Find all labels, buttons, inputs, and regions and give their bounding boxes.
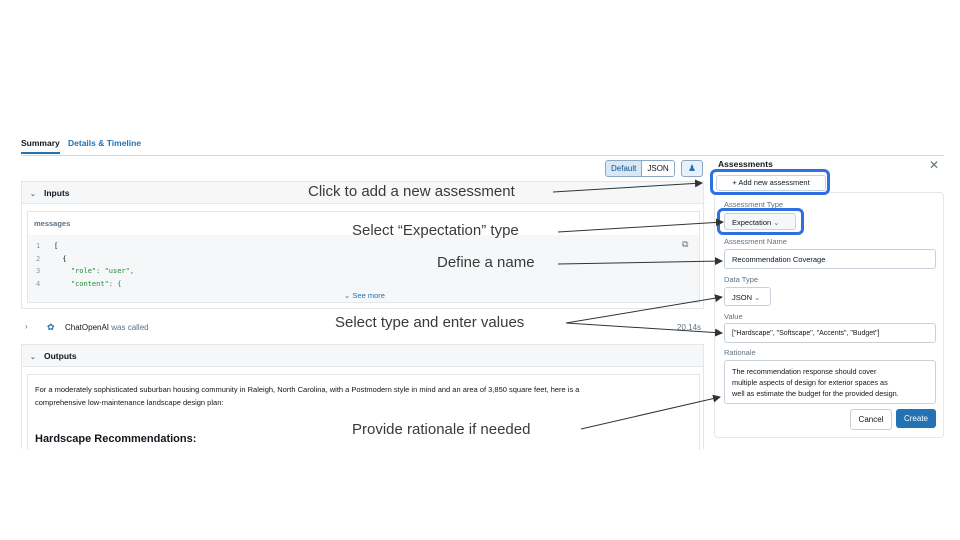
inputs-section-header[interactable]: ⌄ Inputs bbox=[21, 181, 704, 205]
assessment-type-select[interactable]: Expectation ⌄ bbox=[724, 213, 796, 230]
chevron-down-icon: ⌄ bbox=[773, 218, 780, 227]
chevron-down-icon: ⌄ bbox=[30, 191, 36, 198]
arrow-type bbox=[557, 218, 724, 233]
annotation-type: Select “Expectation” type bbox=[352, 222, 519, 239]
code-line: 3 "role": "user", bbox=[36, 267, 135, 275]
assessment-toggle-button[interactable]: ♟ bbox=[681, 160, 703, 177]
code-line: 4 "content": { bbox=[36, 279, 122, 288]
arrow-rationale bbox=[580, 394, 721, 430]
chevron-down-icon: ⌄ bbox=[344, 291, 351, 300]
arrow-add bbox=[552, 179, 703, 193]
annotation-name: Define a name bbox=[437, 254, 535, 271]
data-type-label: Data Type bbox=[724, 275, 759, 284]
value-input[interactable]: ["Hardscape", "Softscape", "Accents", "B… bbox=[724, 323, 936, 343]
assessments-title: Assessments bbox=[718, 159, 773, 169]
assessment-name-label: Assessment Name bbox=[724, 237, 787, 246]
tab-bar: Summary Details & Timeline bbox=[21, 138, 944, 156]
tab-details-timeline[interactable]: Details & Timeline bbox=[68, 138, 142, 148]
arrow-name bbox=[557, 257, 723, 266]
messages-label: messages bbox=[34, 219, 71, 228]
code-block: 1[ 2 { 3 "role": "user", 4 "content": { … bbox=[28, 235, 699, 302]
tab-summary[interactable]: Summary bbox=[21, 138, 60, 154]
data-type-select[interactable]: JSON ⌄ bbox=[724, 287, 771, 306]
assessment-form bbox=[714, 192, 944, 438]
annotation-values: Select type and enter values bbox=[335, 314, 525, 331]
inputs-body: messages 1[ 2 { 3 "role": "user", 4 "con… bbox=[21, 203, 704, 309]
chevron-down-icon: ⌄ bbox=[754, 293, 761, 302]
plus-icon: + bbox=[732, 178, 737, 187]
assessment-type-label: Assessment Type bbox=[724, 200, 784, 209]
create-button[interactable]: Create bbox=[896, 409, 936, 428]
trace-name: ChatOpenAI bbox=[65, 323, 110, 332]
arrow-values-type bbox=[565, 294, 723, 324]
code-line: 2 { bbox=[36, 254, 67, 263]
chevron-down-icon: ⌄ bbox=[30, 354, 36, 361]
see-more-link[interactable]: ⌄ See more bbox=[344, 291, 385, 300]
outputs-paragraph: For a moderately sophisticated suburban … bbox=[35, 385, 580, 407]
copy-icon[interactable]: ⧉ bbox=[682, 240, 689, 250]
trace-duration: 20.14s bbox=[677, 323, 702, 332]
annotation-add: Click to add a new assessment bbox=[308, 183, 515, 200]
outputs-title: Outputs bbox=[44, 351, 77, 361]
rationale-textarea[interactable]: The recommendation response should cover… bbox=[724, 360, 936, 404]
outputs-card: For a moderately sophisticated suburban … bbox=[27, 374, 700, 450]
trace-suffix: was called bbox=[109, 323, 149, 332]
inputs-title: Inputs bbox=[44, 188, 70, 198]
view-toggle: Default JSON bbox=[605, 160, 675, 177]
add-assessment-highlight bbox=[710, 169, 830, 195]
rationale-label: Rationale bbox=[724, 348, 756, 357]
add-assessment-button[interactable]: + Add new assessment bbox=[716, 175, 826, 191]
outputs-body: For a moderately sophisticated suburban … bbox=[21, 366, 704, 450]
annotation-rationale: Provide rationale if needed bbox=[352, 421, 531, 438]
arrow-values-value bbox=[565, 322, 723, 337]
json-view-button[interactable]: JSON bbox=[642, 161, 674, 176]
openai-icon: ✿ bbox=[47, 322, 55, 332]
value-label: Value bbox=[724, 312, 743, 321]
cancel-button[interactable]: Cancel bbox=[850, 409, 892, 430]
assessment-name-input[interactable]: Recommendation Coverage bbox=[724, 249, 936, 269]
code-line: 1[ bbox=[36, 242, 59, 250]
trace-row[interactable]: › ✿ ChatOpenAI was called 20.14s bbox=[21, 315, 702, 339]
messages-card: messages 1[ 2 { 3 "role": "user", 4 "con… bbox=[27, 211, 700, 303]
chevron-right-icon: › bbox=[25, 322, 28, 331]
outputs-heading: Hardscape Recommendations: bbox=[35, 433, 197, 445]
person-icon: ♟ bbox=[687, 163, 697, 173]
default-view-button[interactable]: Default bbox=[606, 161, 643, 176]
close-icon[interactable]: ✕ bbox=[929, 158, 940, 172]
